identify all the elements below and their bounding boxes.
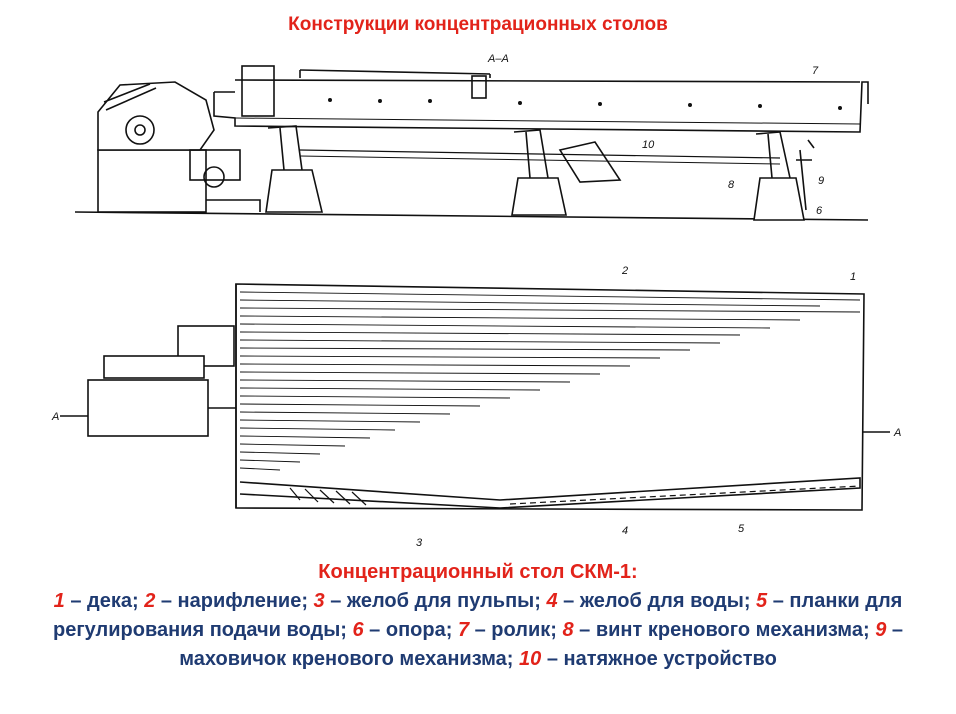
callout-7: 7 (812, 65, 819, 77)
legend-text: – опора; (363, 619, 458, 641)
legend-text: – дека; (64, 590, 145, 612)
callout-5: 5 (738, 523, 745, 535)
legend-text: – маховичок кренового механизма; (179, 619, 903, 670)
caption-legend: 1 – дека; 2 – нарифление; 3 – желоб для … (20, 587, 936, 674)
riffles (239, 291, 861, 471)
callout-6: 6 (816, 205, 823, 217)
legend-text: – желоб для пульпы; (324, 590, 547, 612)
support-legs (265, 125, 805, 221)
section-mark-right: А (893, 427, 901, 439)
caption-title: Концентрационный стол СКМ-1: (318, 561, 638, 583)
callout-1: 1 (850, 271, 856, 283)
plan-view (60, 283, 890, 511)
callout-8: 8 (728, 179, 735, 191)
legend-text: – нарифление; (155, 590, 314, 612)
legend-num: 3 (313, 590, 325, 612)
legend-num: 5 (756, 590, 768, 612)
legend-num: 4 (546, 590, 558, 612)
callout-4: 4 (622, 525, 628, 537)
slide-title: Конструкции концентрационных столов (288, 14, 668, 35)
legend-num: 10 (519, 648, 542, 670)
legend-text: – планки для регулирования подачи воды; (52, 590, 903, 641)
legend-num: 1 (53, 590, 65, 612)
legend-text: – ролик; (469, 619, 563, 641)
callout-2: 2 (621, 265, 628, 277)
legend-text: – желоб для воды; (557, 590, 757, 612)
callout-10: 10 (642, 139, 655, 151)
side-view (74, 65, 869, 221)
caption: Концентрационный стол СКМ-1: 1 – дека; 2… (20, 558, 936, 674)
legend-num: 2 (144, 590, 156, 612)
section-mark-left: А (51, 411, 59, 423)
legend-num: 8 (562, 619, 574, 641)
legend-text: – винт кренового механизма; (573, 619, 876, 641)
legend-num: 6 (352, 619, 364, 641)
legend-text: – натяжное устройство (541, 648, 777, 670)
table-drawing: А–А 7 10 8 9 6 2 1 3 4 5 А А (51, 53, 901, 549)
legend-num: 9 (875, 619, 887, 641)
section-label: А–А (487, 53, 509, 65)
legend-num: 7 (457, 619, 470, 641)
callout-3: 3 (416, 537, 423, 549)
side-view-bolts (328, 98, 842, 110)
water-trough-slats (289, 487, 367, 506)
callout-9: 9 (818, 175, 824, 187)
